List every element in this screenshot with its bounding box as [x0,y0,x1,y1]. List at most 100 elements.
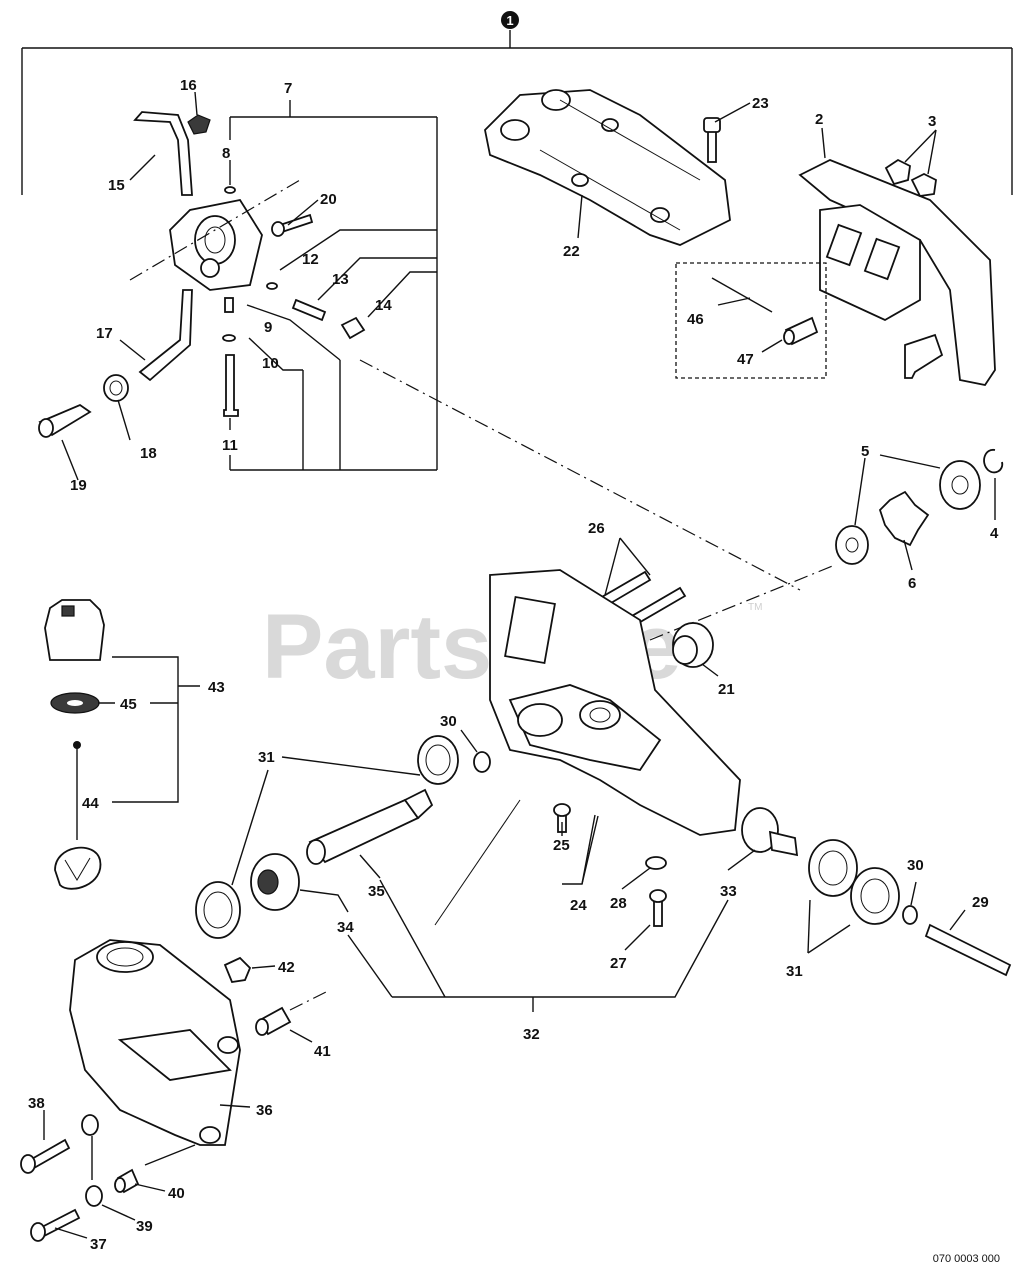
callout-9: 9 [264,319,272,336]
gear-34 [250,853,300,911]
callout-37: 37 [90,1236,107,1253]
callout-35: 35 [368,883,385,900]
callout-25: 25 [553,837,570,854]
callout-29: 29 [972,894,989,911]
callout-14: 14 [375,297,392,314]
callout-17: 17 [96,325,113,342]
pump-small-parts [222,186,366,417]
callout-32: 32 [523,1026,540,1043]
pin-47 [783,316,819,346]
callout-43: 43 [208,679,225,696]
bearing-31c [808,839,858,897]
assembly-bracket: 1 [21,11,1013,195]
callout-19: 19 [70,477,87,494]
bushing-41 [255,1006,292,1036]
plug-42 [223,956,252,983]
washer-39b [85,1185,103,1207]
screw-20 [271,213,314,237]
shaft-35 [306,788,434,865]
callout-15: 15 [108,177,125,194]
oil-pipe-15 [133,111,193,196]
callout-11: 11 [222,437,238,454]
callout-labels: 16 7 8 15 20 12 13 14 9 17 10 11 18 19 2… [28,77,999,1253]
shaft-29 [924,923,1012,977]
callout-31a: 31 [258,749,275,766]
callout-4: 4 [990,525,999,542]
callout-24: 24 [570,897,587,914]
callout-20: 20 [320,191,337,208]
oil-filter-19 [38,403,92,438]
callout-8: 8 [222,145,230,162]
washer-5b [835,525,869,565]
callout-5: 5 [861,443,869,460]
callout-44: 44 [82,795,99,812]
nuts-3 [884,158,937,197]
callout-3: 3 [928,113,936,130]
case-cover-22 [484,89,731,246]
guide-line [359,359,801,591]
washer-39a [81,1114,99,1136]
callout-31b: 31 [786,963,803,980]
watermark-tm: TM [748,602,762,613]
pin-46 [711,277,773,313]
callout-28: 28 [610,895,627,912]
guide-line-3 [289,989,331,1011]
strap-44 [54,741,102,890]
gasket-45 [50,692,100,714]
callout-38: 38 [28,1095,45,1112]
callout-22: 22 [563,243,580,260]
callout-2: 2 [815,111,823,128]
washer-30a [473,751,491,773]
oil-cap-43 [44,599,105,661]
pipe-grommet-16 [187,114,211,135]
housing-36 [69,939,241,1146]
assembly-marker: 1 [506,13,513,28]
spacer-6 [878,490,930,547]
guard-2 [798,159,996,387]
gear-33 [741,807,799,857]
callout-30a: 30 [440,713,457,730]
callout-18: 18 [140,445,157,462]
spacer-40 [114,1168,140,1194]
kit-box [675,262,827,379]
bearing-31d [850,867,900,925]
callout-40: 40 [168,1185,185,1202]
callout-36: 36 [256,1102,273,1119]
callout-41: 41 [314,1043,331,1060]
clip-4 [983,449,1004,474]
screw-27 [649,889,667,927]
gear-case-24 [434,569,741,926]
callout-23: 23 [752,95,769,112]
callout-34: 34 [337,919,354,936]
callout-47: 47 [737,351,754,368]
bearing-31b [195,881,241,939]
callout-21: 21 [718,681,735,698]
bolt-38 [20,1138,71,1174]
pump-body [129,179,301,291]
callout-42: 42 [278,959,295,976]
callout-13: 13 [332,271,349,288]
callout-7: 7 [284,80,292,97]
callout-6: 6 [908,575,916,592]
callout-10: 10 [262,355,279,372]
assembly-marker-circle [501,11,519,29]
callout-46: 46 [687,311,704,328]
washer-30b [902,905,918,925]
callout-27: 27 [610,955,627,972]
grommet-18 [103,374,129,402]
knob-21 [672,622,714,668]
callout-26: 26 [588,520,605,537]
bearing-31a [417,735,459,785]
screw-23 [703,117,721,163]
washer-5a [939,460,981,510]
drawing-code: 070 0003 000 [933,1253,1000,1265]
callout-16: 16 [180,77,197,94]
leader-lines [43,91,996,1239]
callout-30b: 30 [907,857,924,874]
callout-45: 45 [120,696,137,713]
bolt-37 [30,1208,81,1242]
callout-12: 12 [302,251,319,268]
washer-28 [645,856,667,870]
callout-33: 33 [720,883,737,900]
